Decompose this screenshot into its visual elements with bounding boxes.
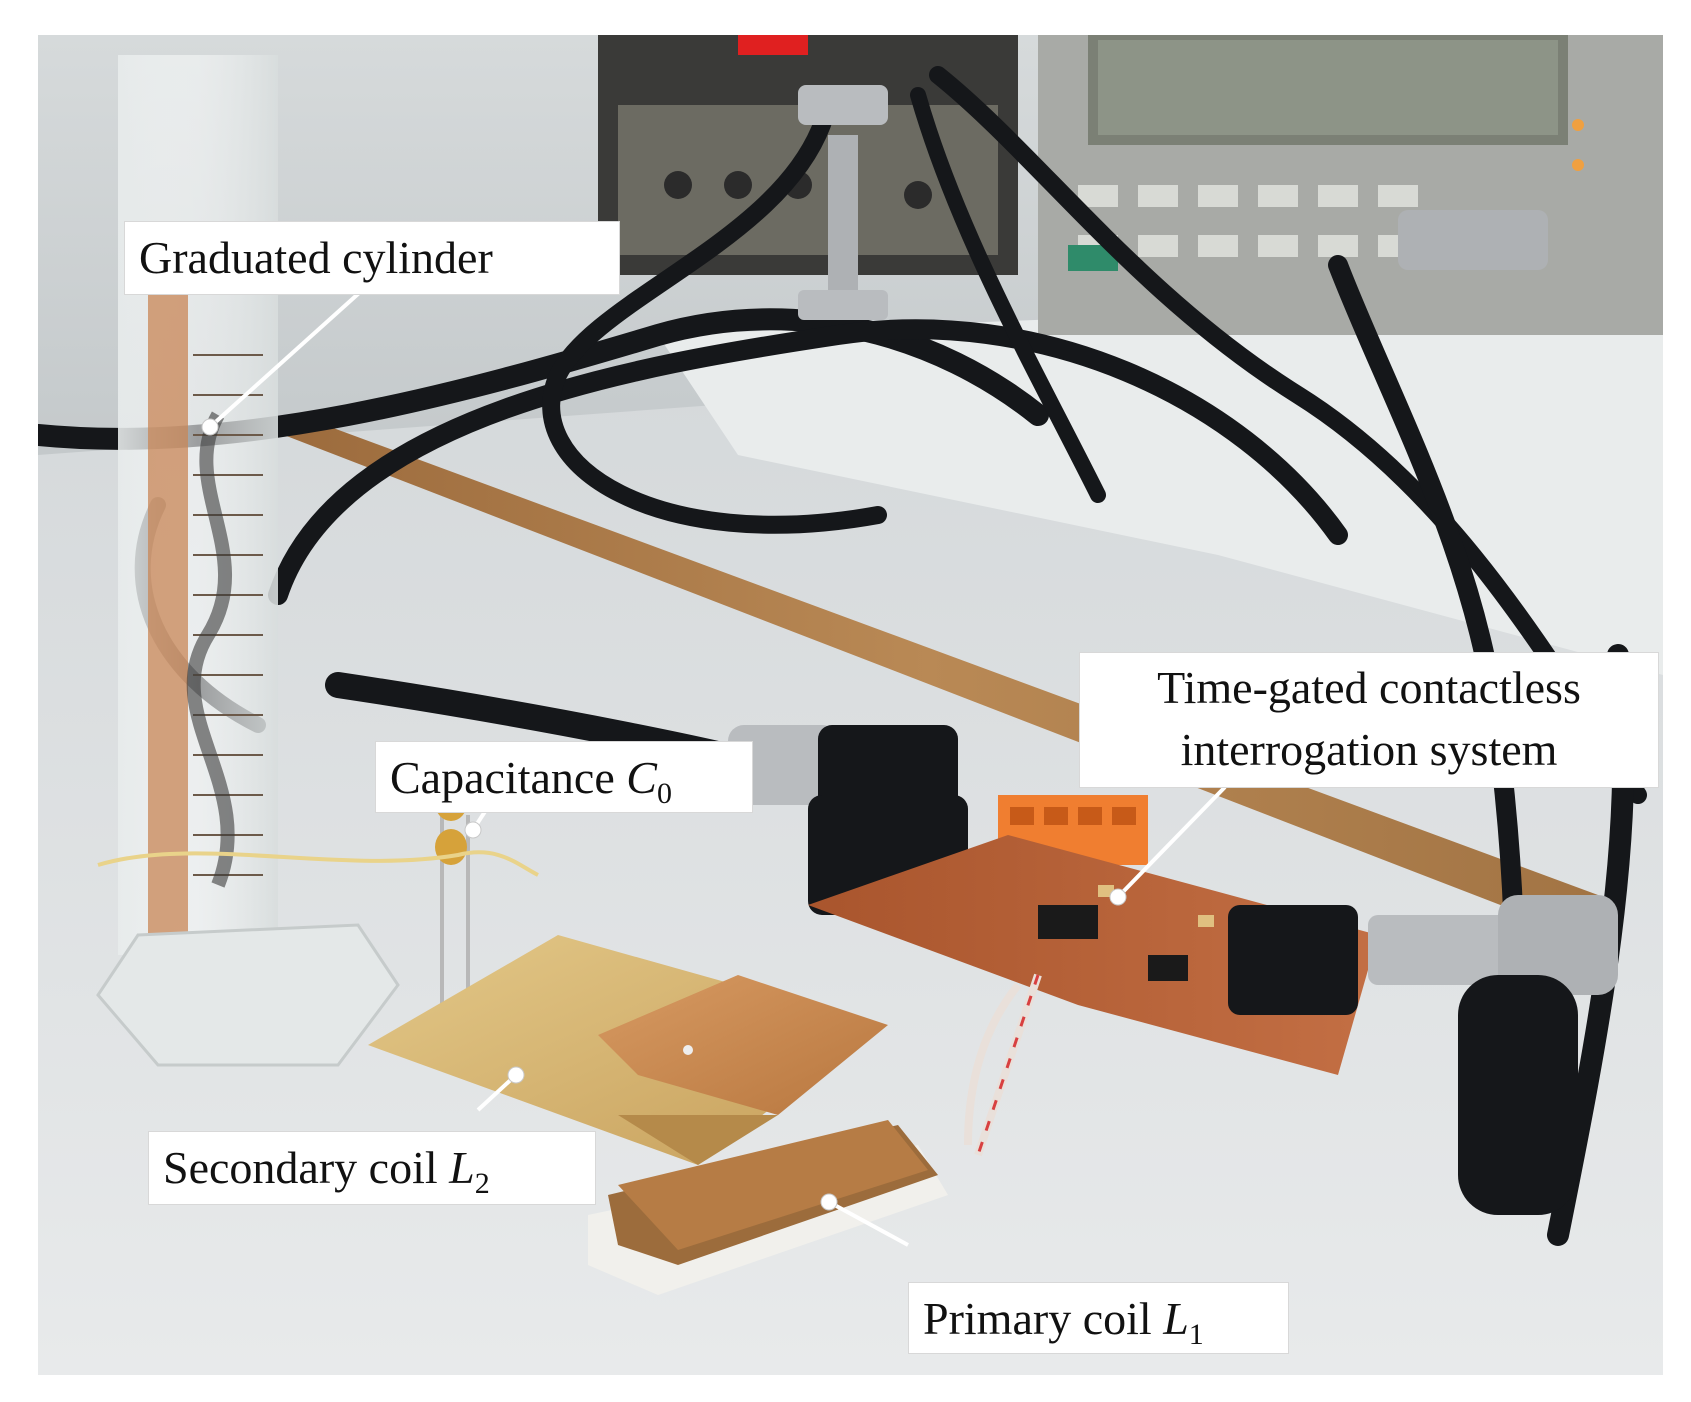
secondary-coil-subscript: 2 [474, 1167, 490, 1200]
capacitance-subscript: 0 [656, 777, 672, 810]
capacitance-text: Capacitance [390, 752, 627, 803]
time-gated-system-label: Time-gated contactless interrogation sys… [1079, 652, 1659, 788]
primary-coil-label: Primary coil L1 [908, 1282, 1289, 1354]
primary-coil-subscript: 1 [1188, 1318, 1204, 1351]
secondary-coil-text: Secondary coil [163, 1142, 450, 1193]
time-gated-line-2: interrogation system [1180, 724, 1558, 775]
capacitance-label: Capacitance C0 [375, 741, 753, 813]
graduated-cylinder-label: Graduated cylinder [124, 221, 620, 295]
capacitance-symbol: C [626, 752, 657, 803]
primary-coil-symbol: L [1163, 1293, 1189, 1344]
secondary-coil-symbol: L [449, 1142, 475, 1193]
time-gated-line-1: Time-gated contactless [1157, 662, 1581, 713]
graduated-cylinder-text: Graduated cylinder [139, 232, 493, 283]
secondary-coil-label: Secondary coil L2 [148, 1131, 596, 1205]
lab-setup-photo [38, 35, 1663, 1375]
primary-coil-text: Primary coil [923, 1293, 1164, 1344]
